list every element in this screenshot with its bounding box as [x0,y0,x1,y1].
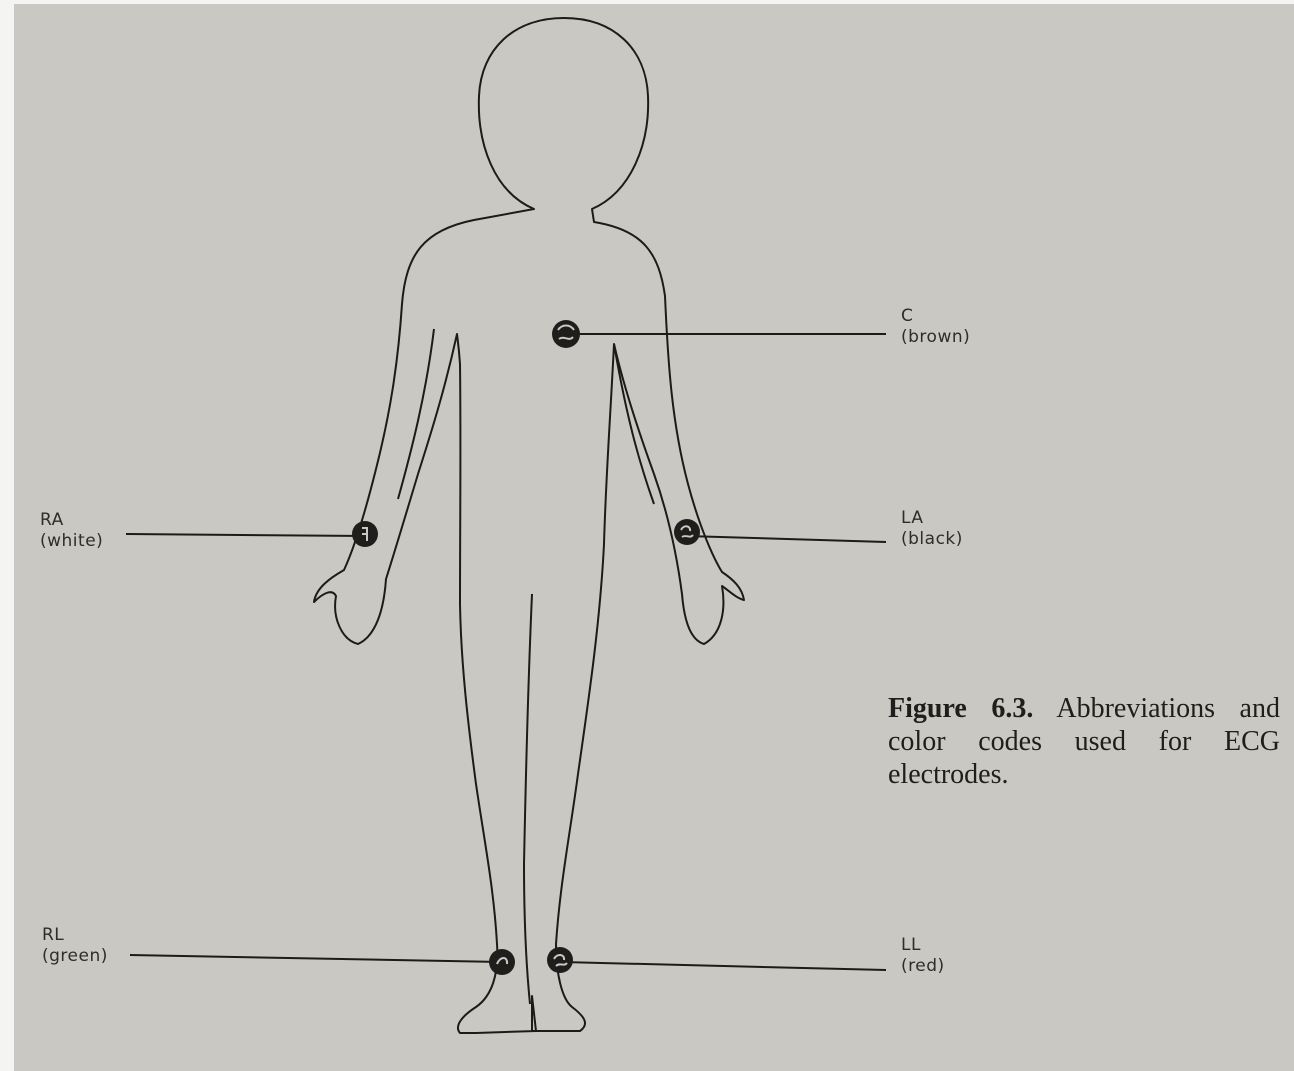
rl-leader-line [130,955,502,962]
rl-electrode-marker [489,949,515,975]
ra-color: (white) [40,531,103,552]
body-diagram [14,4,1294,1071]
ll-color: (red) [901,956,945,977]
figure-page: C (brown) RA (white) LA (black) RL (gree… [14,4,1294,1071]
right-inner-arm [398,329,434,499]
rl-abbr: RL [42,925,108,946]
c-abbr: C [901,306,970,327]
c-label: C (brown) [901,306,970,348]
caption-label: Figure 6.3. [888,693,1033,724]
rl-label: RL (green) [42,925,108,967]
la-abbr: LA [901,508,963,529]
ra-electrode-marker [352,521,378,547]
leg-gap-line [524,594,532,1004]
la-label: LA (black) [901,508,963,550]
c-color: (brown) [901,327,970,348]
ra-label: RA (white) [40,510,103,552]
ra-abbr: RA [40,510,103,531]
la-leader-line [686,536,886,542]
figure-caption: Figure 6.3. Abbreviations and color code… [888,692,1280,791]
ll-electrode-marker [547,947,573,973]
ra-leader-line [126,534,366,536]
la-electrode-marker [674,519,700,545]
ll-label: LL (red) [901,935,945,977]
rl-color: (green) [42,946,108,967]
c-electrode-marker [552,320,580,348]
la-color: (black) [901,529,963,550]
ll-leader-line [562,962,886,970]
ll-abbr: LL [901,935,945,956]
